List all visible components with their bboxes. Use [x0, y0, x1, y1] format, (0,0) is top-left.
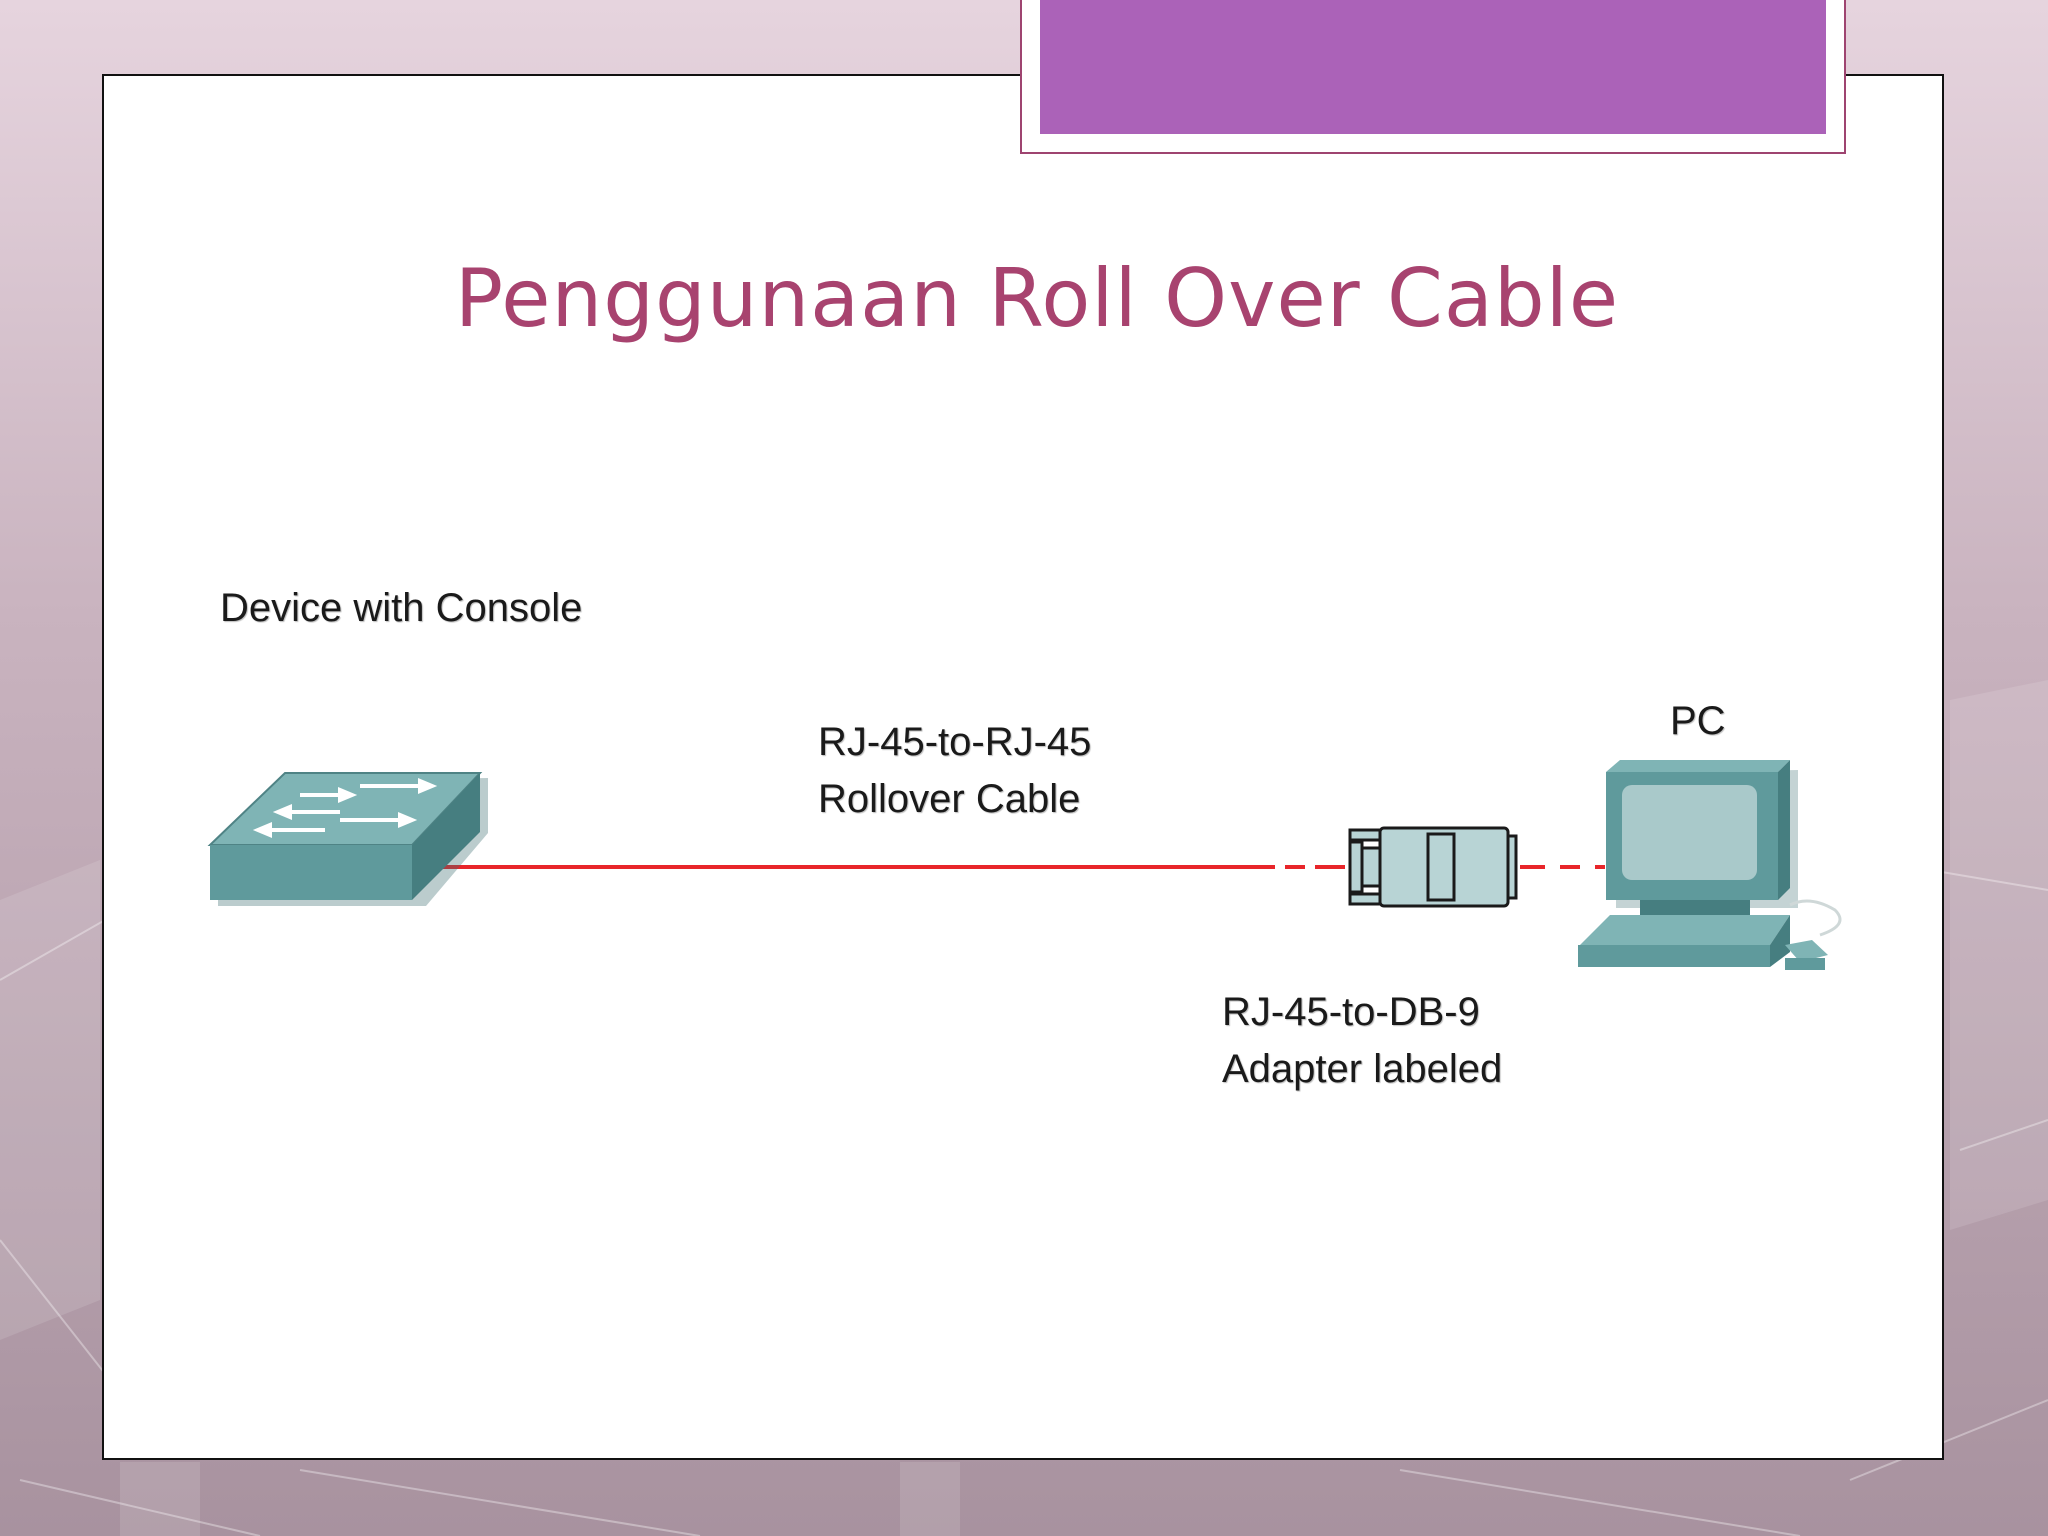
network-switch-icon: [207, 772, 488, 906]
cable-label-line1: RJ-45-to-RJ-45: [818, 720, 1092, 764]
cable-label-line2: Rollover Cable: [818, 777, 1081, 821]
device-label: Device with Console: [220, 586, 583, 630]
slide-title: Penggunaan Roll Over Cable: [454, 252, 1620, 345]
title-accent-bar: [1040, 0, 1826, 134]
adapter-label-line1: RJ-45-to-DB-9: [1222, 990, 1480, 1034]
db9-adapter-icon: [1348, 826, 1518, 908]
desktop-pc-icon: [1578, 760, 1842, 970]
cable-label: RJ-45-to-RJ-45 Rollover Cable: [818, 714, 1091, 828]
pc-label: PC: [1670, 699, 1726, 743]
adapter-label: RJ-45-to-DB-9 Adapter labeled: [1222, 984, 1502, 1098]
adapter-label-line2: Adapter labeled: [1222, 1047, 1503, 1091]
